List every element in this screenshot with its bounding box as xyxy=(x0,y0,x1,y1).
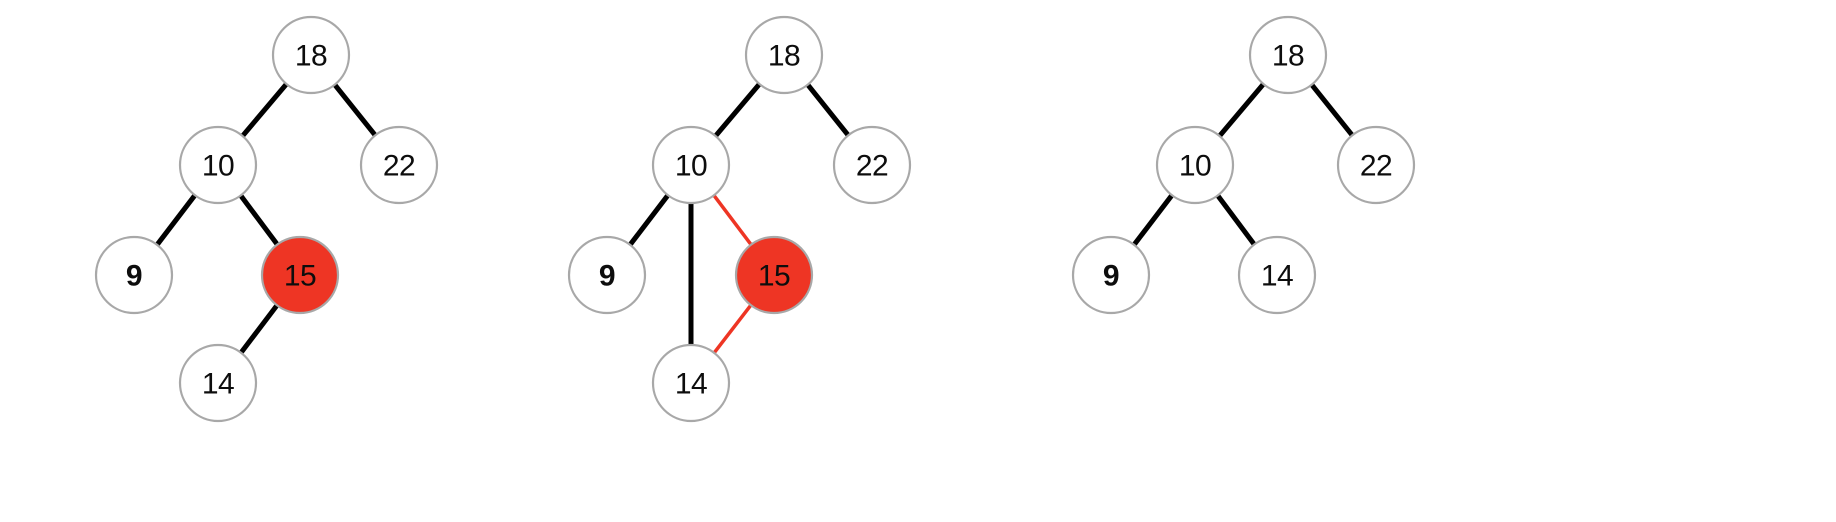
node-circle xyxy=(832,125,912,205)
node-label: 18 xyxy=(295,40,327,73)
node-label: 22 xyxy=(1360,150,1392,183)
tree-node-9[interactable]: 9 xyxy=(567,235,647,315)
node-label: 10 xyxy=(1179,150,1211,183)
tree-node-18[interactable]: 18 xyxy=(744,15,824,95)
node-circle xyxy=(271,15,351,95)
node-label: 14 xyxy=(675,368,707,401)
node-circle xyxy=(744,15,824,95)
tree-edge-n10-n9 xyxy=(155,193,197,247)
tree-node-10[interactable]: 10 xyxy=(178,125,258,205)
tree-node-9[interactable]: 9 xyxy=(1071,235,1151,315)
node-circle xyxy=(94,235,174,315)
tree-edge-n10-n9 xyxy=(1132,193,1174,247)
tree-node-14[interactable]: 14 xyxy=(178,343,258,423)
tree-edge-n10-n15 xyxy=(238,193,280,247)
tree-node-22[interactable]: 22 xyxy=(359,125,439,205)
node-label: 10 xyxy=(675,150,707,183)
node-circle xyxy=(359,125,439,205)
node-circle xyxy=(1237,235,1317,315)
node-circle xyxy=(1248,15,1328,95)
tree-edge-n18-n22 xyxy=(1309,83,1355,137)
node-circle xyxy=(178,125,258,205)
node-circle xyxy=(1071,235,1151,315)
tree-node-10[interactable]: 10 xyxy=(1155,125,1235,205)
tree-node-22[interactable]: 22 xyxy=(1336,125,1416,205)
tree-edge-n15-n14 xyxy=(238,303,280,355)
tree-node-18[interactable]: 18 xyxy=(271,15,351,95)
node-label: 14 xyxy=(202,368,234,401)
tree-edge-n10-n14 xyxy=(1215,193,1257,247)
node-label: 18 xyxy=(768,40,800,73)
node-label: 22 xyxy=(383,150,415,183)
node-circle xyxy=(567,235,647,315)
tree-edge-n18-n10 xyxy=(240,82,289,138)
node-circle-highlighted xyxy=(260,235,340,315)
tree-edge-n18-n22 xyxy=(805,83,851,137)
tree-edge-n18-n10 xyxy=(713,82,762,138)
tree-edge-n18-n22 xyxy=(332,83,378,137)
node-label: 15 xyxy=(758,260,790,293)
node-label: 9 xyxy=(599,260,615,293)
node-label: 10 xyxy=(202,150,234,183)
tree-node-22[interactable]: 22 xyxy=(832,125,912,205)
node-circle xyxy=(1336,125,1416,205)
tree-node-18[interactable]: 18 xyxy=(1248,15,1328,95)
node-circle-highlighted xyxy=(734,235,814,315)
edges-layer xyxy=(155,82,1355,355)
tree-node-15[interactable]: 15 xyxy=(734,235,814,315)
tree-node-14[interactable]: 14 xyxy=(1237,235,1317,315)
tree-edge-n10-n15 xyxy=(712,194,753,246)
tree-node-10[interactable]: 10 xyxy=(651,125,731,205)
node-circle xyxy=(651,125,731,205)
tree-node-15[interactable]: 15 xyxy=(260,235,340,315)
node-label: 14 xyxy=(1261,260,1293,293)
tree-edge-n18-n10 xyxy=(1217,82,1266,138)
node-label: 22 xyxy=(856,150,888,183)
tree-edge-n10-n9 xyxy=(628,193,670,247)
node-circle xyxy=(1155,125,1235,205)
node-label: 18 xyxy=(1272,40,1304,73)
nodes-layer: 18 10 22 9 15 14 18 10 22 9 15 14 18 10 22 9 14 xyxy=(94,15,1416,423)
node-label: 9 xyxy=(1103,260,1119,293)
node-label: 9 xyxy=(126,260,142,293)
tree-node-14[interactable]: 14 xyxy=(651,343,731,423)
node-label: 15 xyxy=(284,260,316,293)
tree-node-9[interactable]: 9 xyxy=(94,235,174,315)
node-circle xyxy=(178,343,258,423)
tree-edge-n15-n14 xyxy=(712,304,753,354)
node-circle xyxy=(651,343,731,423)
